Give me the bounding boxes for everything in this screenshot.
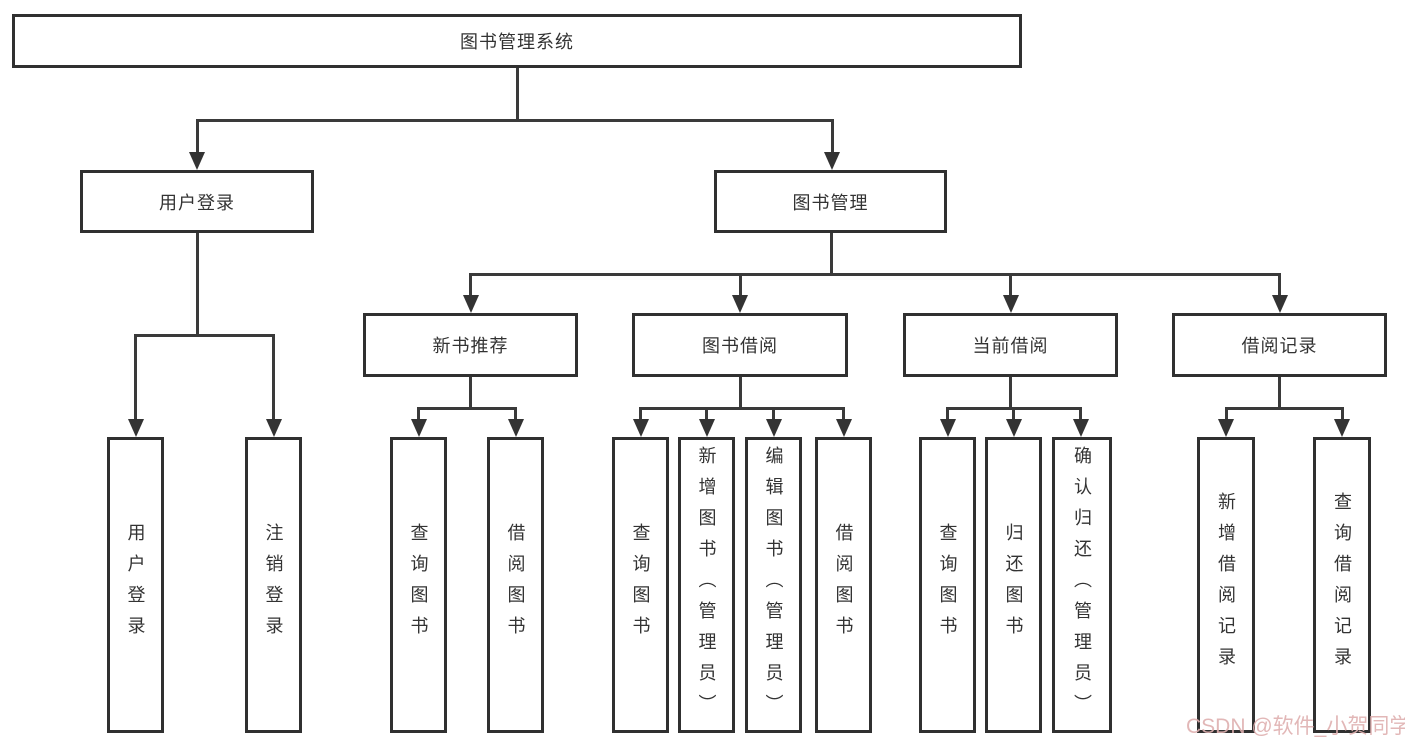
connector-line bbox=[738, 377, 742, 410]
connector-line bbox=[195, 118, 199, 154]
connector-line bbox=[738, 272, 742, 297]
connector-line bbox=[1340, 406, 1344, 421]
connector-line bbox=[1079, 406, 1082, 421]
connector-line bbox=[195, 233, 199, 336]
node-label: 图书管理 bbox=[792, 192, 869, 213]
leaf-label: 查询图书 bbox=[937, 523, 958, 647]
connector-line bbox=[1224, 406, 1228, 421]
leaf-label: 编辑图书（管理员） bbox=[763, 445, 784, 725]
node-book-management: 图书管理 bbox=[714, 170, 947, 233]
leaf-label: 用户登录 bbox=[125, 523, 146, 647]
arrow-down-icon bbox=[189, 152, 205, 170]
leaf-query-books-recommend: 查询图书 bbox=[390, 437, 447, 733]
arrow-down-icon bbox=[1005, 419, 1022, 437]
connector-line bbox=[946, 406, 949, 421]
connector-line bbox=[1009, 272, 1012, 297]
leaf-label: 确认归还（管理员） bbox=[1072, 445, 1092, 725]
leaf-borrow-books: 借阅图书 bbox=[815, 437, 872, 733]
connector-line bbox=[1278, 272, 1281, 297]
node-label: 图书借阅 bbox=[702, 336, 778, 356]
arrow-down-icon bbox=[127, 419, 144, 437]
node-label: 图书管理系统 bbox=[460, 32, 574, 52]
leaf-label: 新增图书（管理员） bbox=[696, 445, 717, 725]
leaf-label: 查询借阅记录 bbox=[1332, 492, 1352, 678]
node-label: 用户登录 bbox=[159, 192, 235, 213]
node-label: 新书推荐 bbox=[432, 336, 509, 356]
connector-line bbox=[639, 406, 845, 410]
node-borrowing-records: 借阅记录 bbox=[1172, 313, 1387, 377]
leaf-label: 归还图书 bbox=[1003, 523, 1024, 647]
node-book-borrowing: 图书借阅 bbox=[632, 313, 848, 377]
leaf-add-borrow-record: 新增借阅记录 bbox=[1197, 437, 1255, 733]
leaf-return-book: 归还图书 bbox=[985, 437, 1042, 733]
arrow-down-icon bbox=[507, 419, 524, 437]
connector-line bbox=[772, 406, 775, 421]
connector-line bbox=[469, 377, 472, 410]
connector-line bbox=[514, 406, 517, 421]
arrow-down-icon bbox=[1002, 295, 1019, 313]
connector-line bbox=[1012, 406, 1015, 421]
connector-line bbox=[469, 272, 1281, 276]
connector-line bbox=[134, 333, 275, 337]
csdn-watermark: CSDN @软件_小贺同学 bbox=[1186, 715, 1405, 738]
leaf-confirm-return-admin: 确认归还（管理员） bbox=[1052, 437, 1112, 733]
arrow-down-icon bbox=[939, 419, 956, 437]
connector-line bbox=[272, 333, 275, 420]
connector-line bbox=[830, 118, 834, 154]
node-label: 借阅记录 bbox=[1241, 336, 1318, 356]
node-current-borrowing: 当前借阅 bbox=[903, 313, 1118, 377]
arrow-down-icon bbox=[410, 419, 427, 437]
node-new-book-recommendation: 新书推荐 bbox=[363, 313, 578, 377]
leaf-label: 新增借阅记录 bbox=[1216, 492, 1236, 678]
arrow-down-icon bbox=[835, 419, 852, 437]
arrow-down-icon bbox=[1072, 419, 1089, 437]
arrow-down-icon bbox=[732, 295, 748, 313]
leaf-logout: 注销登录 bbox=[245, 437, 302, 733]
leaf-query-borrow-record: 查询借阅记录 bbox=[1313, 437, 1371, 733]
arrow-down-icon bbox=[632, 419, 649, 437]
leaf-query-books-current: 查询图书 bbox=[919, 437, 976, 733]
leaf-add-book-admin: 新增图书（管理员） bbox=[678, 437, 735, 733]
leaf-query-books-borrow: 查询图书 bbox=[612, 437, 669, 733]
connector-line bbox=[842, 406, 845, 421]
connector-line bbox=[469, 272, 472, 297]
connector-line bbox=[1009, 377, 1012, 410]
connector-line bbox=[639, 406, 642, 421]
leaf-label: 查询图书 bbox=[408, 523, 429, 647]
leaf-label: 借阅图书 bbox=[505, 523, 526, 647]
connector-line bbox=[1224, 406, 1343, 410]
arrow-down-icon bbox=[698, 419, 715, 437]
connector-line bbox=[195, 118, 833, 122]
arrow-down-icon bbox=[1218, 419, 1234, 437]
connector-line bbox=[1278, 377, 1281, 410]
connector-line bbox=[417, 406, 517, 410]
node-label: 当前借阅 bbox=[972, 336, 1049, 356]
arrow-down-icon bbox=[824, 152, 840, 170]
leaf-edit-book-admin: 编辑图书（管理员） bbox=[745, 437, 802, 733]
arrow-down-icon bbox=[765, 419, 782, 437]
leaf-label: 借阅图书 bbox=[833, 523, 854, 647]
node-library-management-system: 图书管理系统 bbox=[12, 14, 1022, 68]
leaf-label: 注销登录 bbox=[263, 523, 284, 647]
connector-line bbox=[515, 68, 519, 121]
connector-line bbox=[705, 406, 708, 421]
leaf-borrow-books-recommend: 借阅图书 bbox=[487, 437, 544, 733]
arrow-down-icon bbox=[462, 295, 479, 313]
connector-line bbox=[417, 406, 420, 421]
connector-line bbox=[829, 233, 833, 276]
arrow-down-icon bbox=[265, 419, 282, 437]
leaf-user-login: 用户登录 bbox=[107, 437, 164, 733]
node-user-login: 用户登录 bbox=[80, 170, 314, 233]
leaf-label: 查询图书 bbox=[630, 523, 651, 647]
arrow-down-icon bbox=[1334, 419, 1350, 437]
connector-line bbox=[134, 333, 137, 420]
arrow-down-icon bbox=[1271, 295, 1288, 313]
